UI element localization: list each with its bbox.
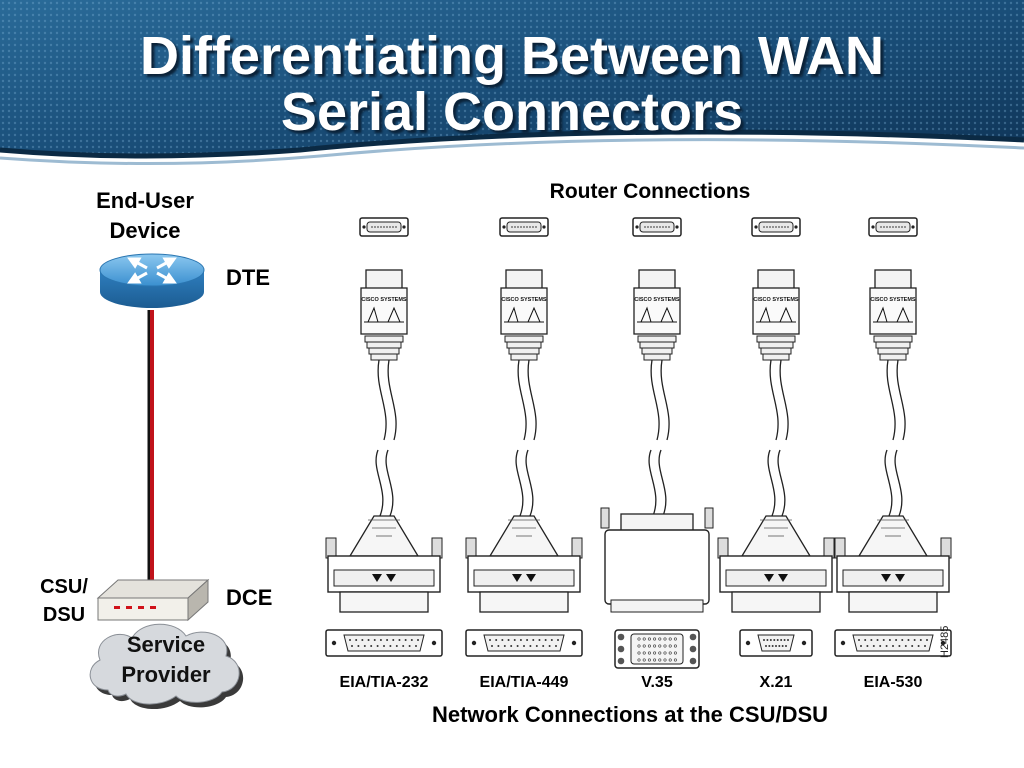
title-line-1: Differentiating Between WAN	[139, 26, 885, 86]
cable-label: EIA/TIA-232	[339, 674, 429, 691]
title-banner	[0, 0, 1024, 175]
cisco-brand-text: CISCO SYSTEMS	[501, 297, 547, 303]
cable-lower	[884, 449, 903, 517]
csu-dsu-port-icon	[325, 629, 443, 657]
router-connector: CISCO SYSTEMS	[633, 269, 681, 361]
csu-dsu-port-icon	[614, 629, 700, 669]
service-provider-cloud	[89, 623, 244, 710]
network-connector	[600, 507, 714, 613]
router-port-icon	[499, 217, 549, 237]
cable-label: X.21	[759, 674, 793, 691]
cisco-brand-text: CISCO SYSTEMS	[870, 297, 916, 303]
cable-upper	[769, 359, 789, 441]
cable-assembly: CISCO SYSTEMS	[465, 217, 583, 657]
router-connector: CISCO SYSTEMS	[500, 269, 548, 361]
cable-label: EIA-530	[863, 674, 923, 691]
cable-lower	[375, 449, 394, 517]
cable-assembly: CISCO SYSTEMS	[717, 217, 835, 657]
cable-lower	[515, 449, 534, 517]
router-connector: CISCO SYSTEMS	[752, 269, 800, 361]
network-connector	[834, 515, 952, 613]
cisco-brand-text: CISCO SYSTEMS	[361, 297, 407, 303]
cisco-brand-text: CISCO SYSTEMS	[634, 297, 680, 303]
csu-dsu-port-icon	[465, 629, 583, 657]
dte-label: DTE	[226, 265, 270, 290]
end-user-device-label: End-User Device	[96, 188, 194, 243]
router-connector: CISCO SYSTEMS	[869, 269, 917, 361]
figure-id: H2485	[939, 626, 951, 658]
title-banner-graphic	[0, 0, 1024, 166]
cable-upper	[377, 359, 397, 441]
csu-dsu-port-icon	[739, 629, 813, 657]
router-icon	[99, 253, 205, 308]
csu-dsu-port-icon	[834, 629, 952, 657]
cable-lower	[767, 449, 786, 517]
router-port-icon	[632, 217, 682, 237]
cable-lower	[648, 449, 667, 517]
network-connector	[465, 515, 583, 613]
cable-assembly: CISCO SYSTEMS	[834, 217, 952, 657]
network-connector	[325, 515, 443, 613]
cable-upper	[886, 359, 906, 441]
title-line-2: Serial Connectors	[280, 82, 744, 142]
cable-upper	[650, 359, 670, 441]
slide-title: Differentiating Between WAN Serial Conne…	[0, 28, 1024, 140]
router-connector: CISCO SYSTEMS	[360, 269, 408, 361]
service-provider-label: Service Provider	[121, 632, 211, 687]
cable-assembly: CISCO SYSTEMS	[600, 217, 714, 669]
cable-assembly: CISCO SYSTEMS	[325, 217, 443, 657]
csu-dsu-device	[96, 578, 210, 622]
router-port-icon	[751, 217, 801, 237]
router-connections-label: Router Connections	[549, 180, 751, 203]
serial-link-line	[147, 310, 154, 586]
router-port-icon	[868, 217, 918, 237]
cable-upper	[517, 359, 537, 441]
network-connector	[717, 515, 835, 613]
csu-dsu-label: CSU/ DSU	[40, 576, 88, 626]
router-port-icon	[359, 217, 409, 237]
cable-label: EIA/TIA-449	[479, 674, 569, 691]
cable-assemblies: CISCO SYSTEMS CISCO SYSTEMS CISCO SYSTEMS C…	[325, 217, 952, 669]
network-connections-label: Network Connections at the CSU/DSU	[431, 702, 829, 727]
cable-label: V.35	[641, 674, 673, 691]
dce-label: DCE	[226, 585, 273, 610]
cisco-brand-text: CISCO SYSTEMS	[753, 297, 799, 303]
